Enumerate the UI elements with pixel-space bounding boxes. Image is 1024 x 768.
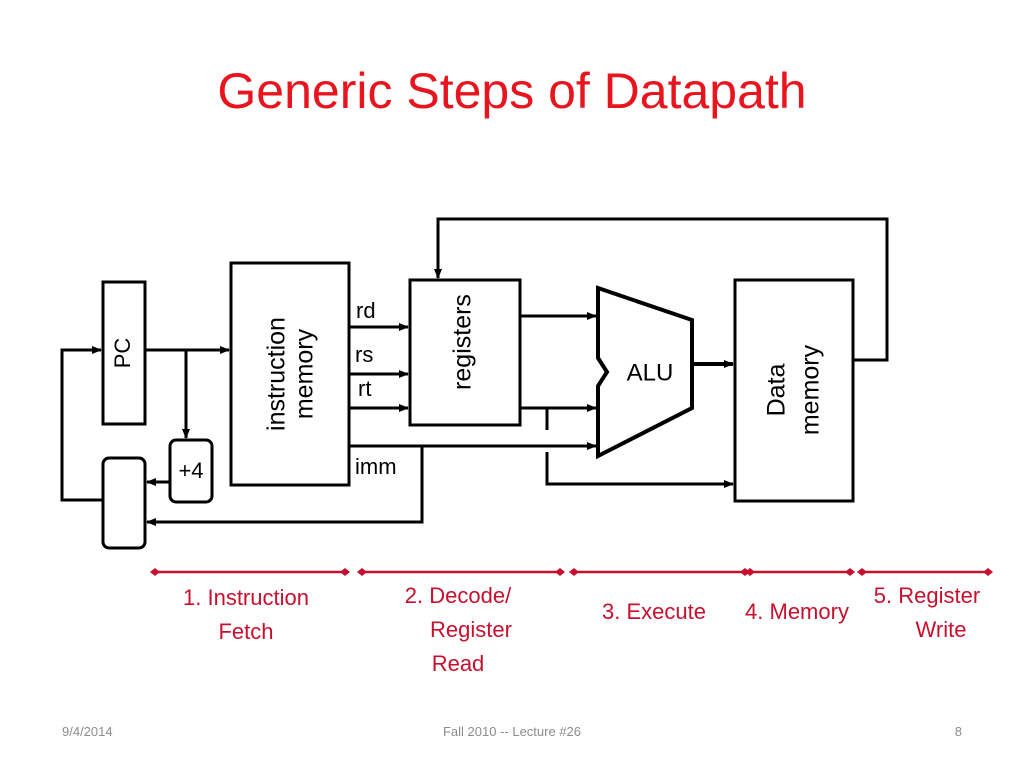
rd-label: rd [356,298,376,323]
stage-2-line-1: 2. Decode/ [405,583,512,608]
stage-1-line-2: Fetch [218,619,273,644]
data-memory-block: Data memory [733,278,855,503]
slide-title: Generic Steps of Datapath [217,63,807,119]
footer-date: 9/4/2014 [62,724,113,739]
stage-5-line-1: 5. Register [874,583,980,608]
rt-label: rt [358,376,371,401]
stage-4-line-1: 4. Memory [745,599,849,624]
stage-3-line-1: 3. Execute [602,599,706,624]
instruction-memory-label-2: memory [291,328,319,419]
writeback-wire [434,217,889,362]
imm-label: imm [355,454,397,479]
pc-label: PC [110,338,135,369]
footer-course: Fall 2010 -- Lecture #26 [442,724,582,739]
alu-label: ALU [627,359,674,386]
footer-page-number: 8 [954,724,962,739]
pc-block: PC [101,280,147,426]
rs-label: rs [355,342,373,367]
instruction-memory-label-1: instruction [263,317,291,431]
adder-block: +4 [168,438,214,504]
stage-1-line-1: 1. Instruction [183,585,309,610]
store-data-wire [545,452,734,488]
imm-to-mux-wire [146,446,424,526]
stage-2-line-2: Register [430,617,512,642]
stage-5-line-2: Write [916,617,967,642]
mux-to-pc-wire [60,346,103,502]
data-memory-label-1: Data [763,364,791,417]
data-memory-label-2: memory [797,344,825,435]
adder-label: +4 [178,458,203,483]
pc-mux [101,456,147,550]
wires [60,217,889,526]
instruction-memory-block: instruction memory [229,261,351,487]
registers-label: registers [449,294,477,390]
alu-block: ALU [596,285,694,460]
registers-block: registers [408,278,522,427]
stage-2-line-3: Read [432,651,485,676]
